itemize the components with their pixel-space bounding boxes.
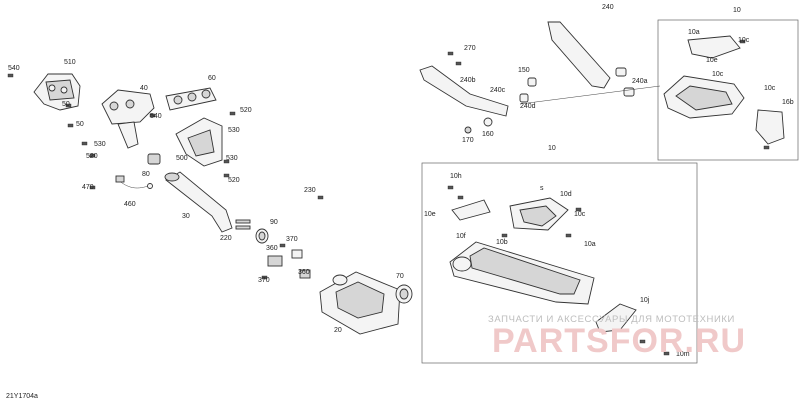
callout-50: 50 [76, 121, 84, 128]
callout-240a: 240a [632, 78, 648, 85]
callout-170: 170 [462, 137, 474, 144]
part-40-exhaust-manifold[interactable] [101, 89, 155, 149]
callout-240d: 240d [520, 103, 536, 110]
callout-10e: 10e [706, 57, 718, 64]
callout-10e: 10e [424, 211, 436, 218]
callout-240: 240 [602, 4, 614, 11]
leader-bracket [519, 85, 661, 105]
callout-10c: 10c [712, 71, 724, 78]
callout-10a: 10a [584, 241, 596, 248]
part-240-bracket[interactable] [547, 21, 611, 89]
watermark-tagline: ЗАПЧАСТИ И АКСЕССУАРЫ ДЛЯ МОТОТЕХНИКИ [488, 314, 735, 325]
callout-360: 360 [298, 269, 310, 276]
callout-240c: 240c [490, 87, 506, 94]
callout-20: 20 [334, 327, 342, 334]
part-240a-spacer[interactable] [615, 67, 635, 97]
part-510-manifold-cover[interactable] [33, 73, 81, 111]
callout-50: 50 [62, 101, 70, 108]
callout-230: 230 [304, 187, 316, 194]
callout-530: 530 [228, 127, 240, 134]
callout-270: 270 [464, 45, 476, 52]
part-220-springs[interactable] [235, 219, 251, 230]
part-10d-shield-plate[interactable] [509, 197, 569, 231]
diagram-code: 21Y1704a [6, 393, 38, 400]
callout-360: 360 [266, 245, 278, 252]
callout-10: 10 [548, 145, 556, 152]
callout-540: 540 [8, 65, 20, 72]
callout-10: 10 [733, 7, 741, 14]
callout-530: 530 [94, 141, 106, 148]
part-16b-side-shield[interactable] [755, 109, 785, 145]
callout-520: 520 [86, 153, 98, 160]
callout-460: 460 [124, 201, 136, 208]
part-90-gasket-ring[interactable] [255, 228, 269, 244]
callout-10j: 10j [640, 297, 650, 304]
callout-500: 500 [176, 155, 188, 162]
callout-70: 70 [396, 273, 404, 280]
callout-10a: 10a [688, 29, 700, 36]
callout-16b: 16b [782, 99, 794, 106]
callout-10b: 10b [496, 239, 508, 246]
callout-10c: 10c [574, 211, 586, 218]
callout-370: 370 [258, 277, 270, 284]
part-170-nut[interactable] [464, 126, 472, 134]
callout-90: 90 [270, 219, 278, 226]
part-80-clamp[interactable] [147, 153, 161, 165]
part-240b-support-arm[interactable] [419, 65, 509, 117]
callout-10f: 10f [456, 233, 466, 240]
part-460-oxygen-sensor[interactable] [115, 175, 153, 189]
part-30-exhaust-pipe[interactable] [164, 171, 233, 233]
hardware-bolts [7, 39, 770, 356]
part-150-spacer[interactable] [527, 77, 537, 87]
frame-muffler-group [421, 162, 698, 364]
callout-s: s [540, 185, 544, 192]
part-360-clamp-assembly[interactable] [267, 249, 311, 279]
watermark-brand: PARTSFOR.RU [492, 322, 746, 360]
callout-10m: 10m [676, 351, 690, 358]
part-160-grommet[interactable] [483, 117, 493, 127]
part-70-clamp-ring[interactable] [395, 284, 413, 304]
part-10j-tail-shield[interactable] [595, 303, 637, 333]
callout-80: 80 [142, 171, 150, 178]
callout-10c: 10c [764, 85, 776, 92]
callout-520: 520 [228, 177, 240, 184]
callout-470: 470 [82, 184, 94, 191]
callout-160: 160 [482, 131, 494, 138]
part-500-heat-shield[interactable] [175, 117, 223, 167]
callout-60: 60 [208, 75, 216, 82]
callout-510: 510 [64, 59, 76, 66]
callout-370: 370 [286, 236, 298, 243]
part-240d-spacer[interactable] [519, 93, 529, 103]
callout-520: 520 [240, 107, 252, 114]
callout-240b: 240b [460, 77, 476, 84]
callout-30: 30 [182, 213, 190, 220]
callout-10d: 10d [560, 191, 572, 198]
part-10e-upper-shield[interactable] [451, 199, 491, 221]
frame-heat-shield-group [657, 19, 799, 161]
callout-540: 540 [150, 113, 162, 120]
callout-530: 530 [226, 155, 238, 162]
part-10e-main-shield[interactable] [663, 75, 745, 119]
part-10a-upper-shield[interactable] [687, 35, 741, 59]
callout-150: 150 [518, 67, 530, 74]
callout-10h: 10h [450, 173, 462, 180]
part-10-muffler-body[interactable] [449, 241, 595, 305]
callout-40: 40 [140, 85, 148, 92]
part-20-muffler-front[interactable] [319, 271, 401, 335]
callout-220: 220 [220, 235, 232, 242]
part-60-manifold-gasket[interactable] [165, 87, 217, 111]
callout-10c: 10c [738, 37, 750, 44]
